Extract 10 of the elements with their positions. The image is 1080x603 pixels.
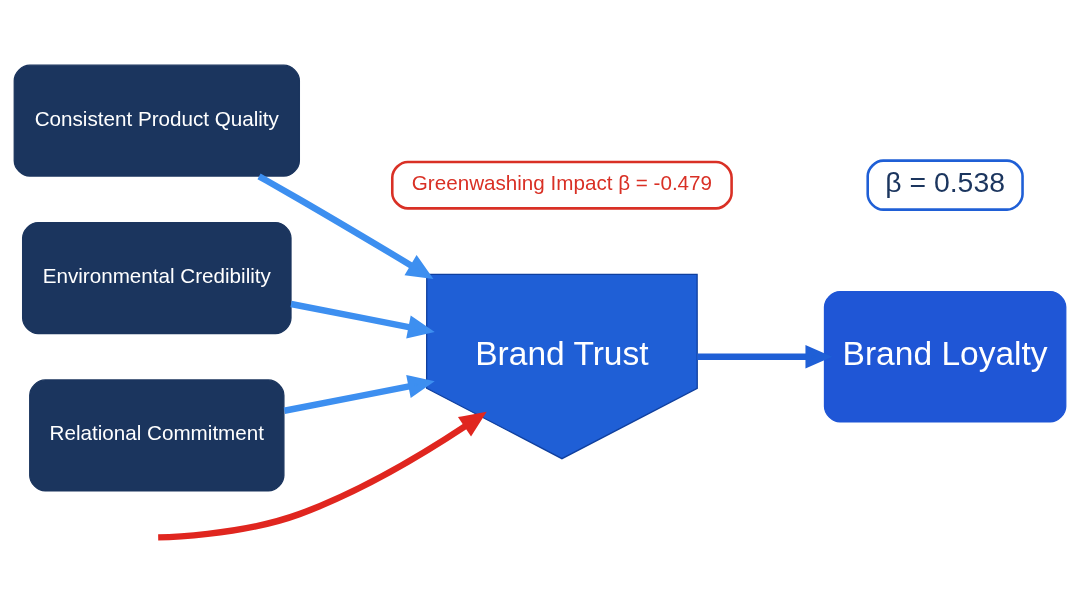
arrow xyxy=(257,173,434,279)
arrow xyxy=(697,345,833,369)
node-box: Consistent Product Quality xyxy=(13,64,301,177)
node-box: Brand Loyalty xyxy=(823,290,1067,423)
node-box: β = 0.538 xyxy=(866,159,1024,211)
node-box: Relational Commitment xyxy=(29,379,285,492)
arrow xyxy=(290,300,435,339)
node-box: Greenwashing Impact β = -0.479 xyxy=(390,160,733,210)
node-box: Environmental Credibility xyxy=(22,221,292,335)
arrow xyxy=(283,375,435,414)
